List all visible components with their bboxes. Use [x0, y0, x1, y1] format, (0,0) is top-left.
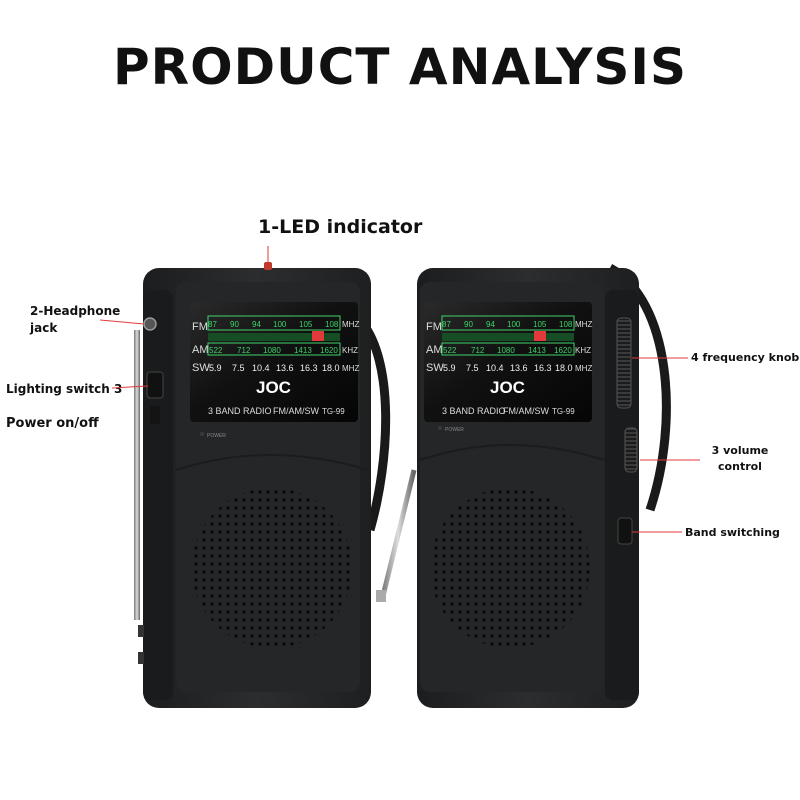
sw-tick: 16.3 — [300, 363, 318, 373]
tuning-pointer — [534, 331, 546, 341]
am-unit: KHZ — [342, 346, 358, 355]
am-tick: 1080 — [497, 346, 515, 355]
callout-headphone-jack: 2-Headphone jack — [30, 304, 121, 335]
callout-frequency-knob: 4 frequency knob — [691, 351, 800, 364]
fm-tick: 105 — [533, 320, 547, 329]
sw-tick: 13.6 — [510, 363, 528, 373]
fm-unit: MHZ — [575, 320, 592, 329]
am-tick: 1413 — [528, 346, 546, 355]
fm-tick: 94 — [252, 320, 261, 329]
am-tick: 1413 — [294, 346, 312, 355]
power-text: POWER — [207, 433, 226, 439]
model-number: TG-99 — [322, 407, 345, 416]
radio-right: FM 87 90 94 100 105 108 MHZ AM 522 712 1… — [376, 264, 671, 708]
dial-left: FM 87 90 94 100 105 108 MHZ AM 522 712 1… — [192, 315, 359, 416]
sw-tick: 5.9 — [443, 363, 456, 373]
fm-tick: 108 — [325, 320, 339, 329]
fm-tick: 100 — [273, 320, 287, 329]
volume-control[interactable] — [624, 427, 638, 473]
fm-tick: 90 — [230, 320, 239, 329]
fm-label: FM — [426, 321, 442, 333]
fm-tick: 108 — [559, 320, 573, 329]
callout-band-switching: Band switching — [685, 526, 780, 539]
brand-logo: JOC — [490, 378, 525, 397]
speaker-grille-right — [430, 488, 590, 648]
sw-tick: 5.9 — [209, 363, 222, 373]
model-text: 3 BAND RADIO — [208, 406, 272, 416]
sw-unit: MHZ — [342, 364, 359, 373]
am-tick: 1080 — [263, 346, 281, 355]
fm-label: FM — [192, 321, 208, 333]
callout-volume-control: 3 volume control — [711, 444, 769, 473]
sw-tick: 10.4 — [486, 363, 504, 373]
sw-tick: 13.6 — [276, 363, 294, 373]
am-unit: KHZ — [575, 346, 591, 355]
sw-tick: 16.3 — [534, 363, 552, 373]
radio-left: FM 87 90 94 100 105 108 MHZ AM 522 712 1… — [134, 262, 391, 708]
led-indicator — [264, 262, 272, 270]
callout-lighting-switch: Lighting switch 3 — [6, 382, 123, 396]
strap-left — [356, 317, 391, 532]
lighting-switch[interactable] — [146, 371, 164, 399]
am-tick: 1620 — [320, 346, 338, 355]
am-tick: 522 — [209, 346, 223, 355]
am-label: AM — [192, 344, 209, 356]
sw-tick: 18.0 — [322, 363, 340, 373]
model-text: 3 BAND RADIO — [442, 406, 506, 416]
am-label: AM — [426, 344, 443, 356]
bands-text: FM/AM/SW — [273, 406, 319, 416]
fm-tick: 94 — [486, 320, 495, 329]
fm-tick: 100 — [507, 320, 521, 329]
sw-label: SW — [426, 362, 444, 374]
am-tick: 712 — [471, 346, 485, 355]
dial-window-right — [424, 302, 592, 422]
tuning-pointer — [312, 331, 324, 341]
sw-tick: 18.0 — [555, 363, 573, 373]
band-switch[interactable] — [617, 517, 633, 545]
fm-tick: 105 — [299, 320, 313, 329]
callout-power: Power on/off — [6, 416, 99, 431]
am-tick: 712 — [237, 346, 251, 355]
fm-tick: 87 — [208, 320, 217, 329]
page-title: PRODUCT ANALYSIS — [112, 38, 688, 96]
antenna-right — [379, 469, 417, 601]
am-tick: 522 — [443, 346, 457, 355]
sw-tick: 10.4 — [252, 363, 270, 373]
brand-logo: JOC — [256, 378, 291, 397]
bands-text: FM/AM/SW — [503, 406, 549, 416]
sw-unit: MHZ — [575, 364, 592, 373]
callout-lines — [99, 246, 700, 533]
power-switch[interactable] — [150, 406, 160, 424]
sw-tick: 7.5 — [232, 363, 245, 373]
headphone-jack — [143, 317, 157, 331]
sw-label: SW — [192, 362, 210, 374]
dial-right: FM 87 90 94 100 105 108 MHZ AM 522 712 1… — [426, 315, 592, 416]
fm-tick: 90 — [464, 320, 473, 329]
callout-led-indicator: 1-LED indicator — [258, 216, 423, 238]
fm-tick: 87 — [442, 320, 451, 329]
frequency-knob[interactable] — [616, 317, 632, 409]
model-number: TG-99 — [552, 407, 575, 416]
antenna-left — [134, 330, 140, 620]
speaker-grille-left — [192, 488, 352, 648]
sw-tick: 7.5 — [466, 363, 479, 373]
am-tick: 1620 — [554, 346, 572, 355]
power-text: POWER — [445, 427, 464, 433]
fm-unit: MHZ — [342, 320, 359, 329]
